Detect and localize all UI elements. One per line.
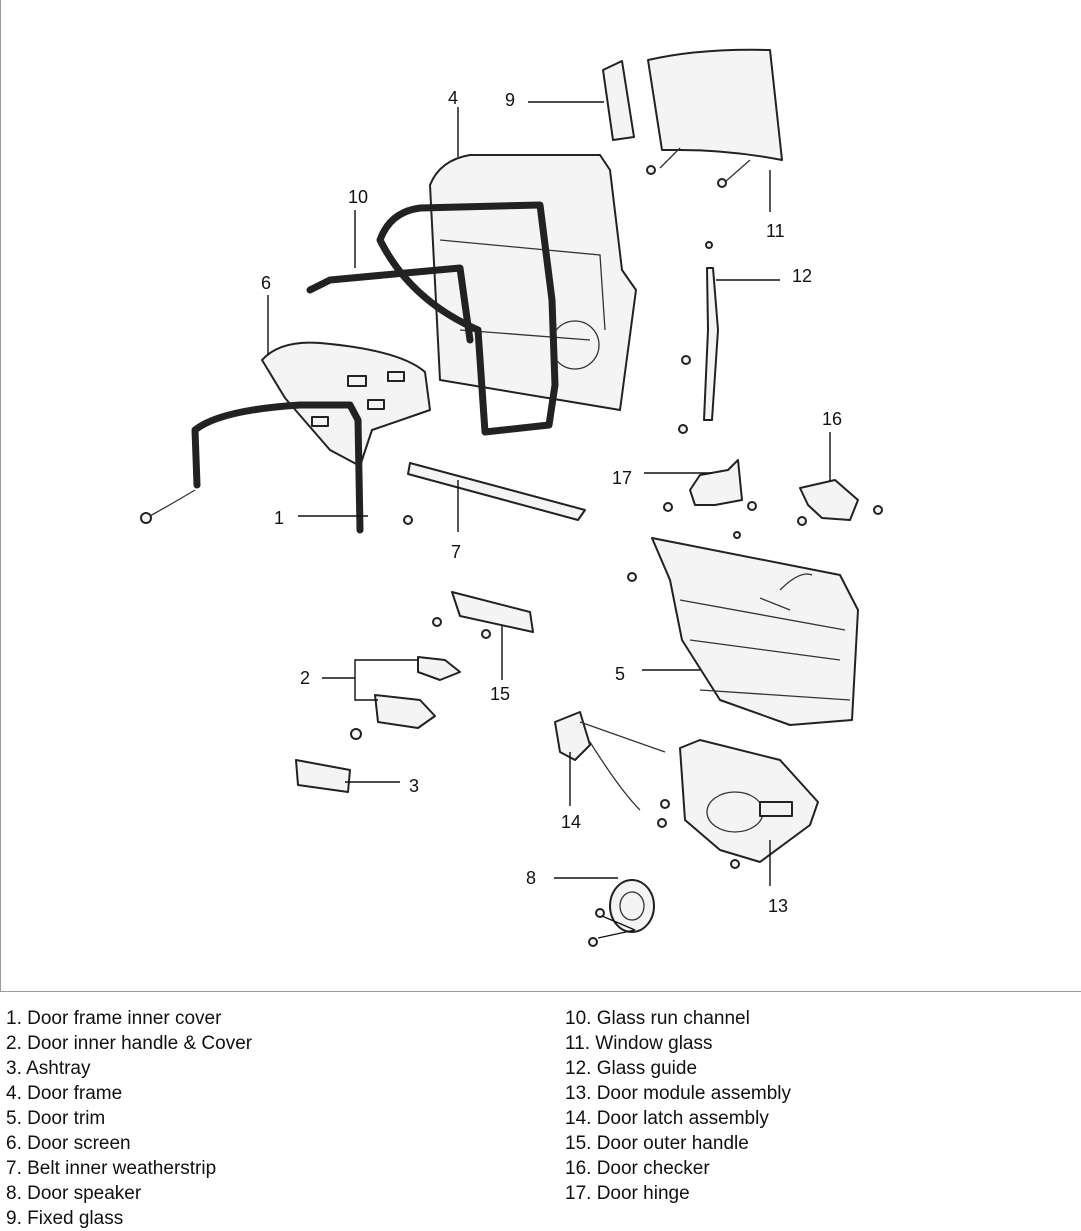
door-hinge-part [689, 459, 743, 506]
legend-item: 4. Door frame [6, 1083, 123, 1104]
legend-item: 16. Door checker [565, 1158, 710, 1179]
door-checker-part [799, 479, 859, 521]
legend-right: 10. Glass run channel 11. Window glass 1… [565, 1006, 791, 1206]
callout-1: 1 [274, 508, 284, 528]
callout-5: 5 [615, 664, 625, 684]
callout-10: 10 [348, 187, 368, 207]
callout-17: 17 [612, 468, 632, 488]
ashtray-part [295, 759, 351, 793]
inner-handle-cover-part [374, 694, 436, 729]
door-speaker-part [609, 879, 655, 933]
legend-item: 6. Door screen [6, 1133, 131, 1154]
legend-item: 3. Ashtray [6, 1058, 91, 1079]
callout-14: 14 [561, 812, 581, 832]
callout-4: 4 [448, 88, 458, 108]
legend-item: 14. Door latch assembly [565, 1108, 769, 1129]
legend-item: 1. Door frame inner cover [6, 1008, 222, 1029]
exploded-door-diagram: 4 9 10 6 1 7 11 12 16 17 5 15 2 3 14 13 … [140, 48, 883, 947]
inner-handle-part [417, 656, 461, 681]
callout-6: 6 [261, 273, 271, 293]
callout-8: 8 [526, 868, 536, 888]
door-latch-part [554, 711, 591, 761]
callout-12: 12 [792, 266, 812, 286]
callout-9: 9 [505, 90, 515, 110]
callout-7: 7 [451, 542, 461, 562]
legend-item: 15. Door outer handle [565, 1133, 749, 1154]
callout-2: 2 [300, 668, 310, 688]
glass-run-channel-part [376, 201, 559, 436]
legend-item: 17. Door hinge [565, 1183, 690, 1204]
legend-item: 11. Window glass [565, 1033, 713, 1054]
door-trim-part [651, 537, 859, 726]
legend-item: 13. Door module assembly [565, 1083, 791, 1104]
callout-16: 16 [822, 409, 842, 429]
callout-15: 15 [490, 684, 510, 704]
fixed-glass-part [602, 60, 635, 141]
door-module-part [679, 739, 819, 863]
legend-item: 12. Glass guide [565, 1058, 698, 1079]
outer-handle-part [451, 591, 534, 633]
legend-item: 9. Fixed glass [6, 1208, 124, 1229]
legend-left: 1. Door frame inner cover 2. Door inner … [6, 1006, 252, 1231]
glass-guide-part [703, 267, 719, 421]
callout-13: 13 [768, 896, 788, 916]
legend-item: 8. Door speaker [6, 1183, 142, 1204]
belt-weatherstrip-part [407, 462, 586, 521]
callout-11: 11 [766, 221, 785, 241]
diagram-frame [0, 0, 1081, 992]
inner-cover-part [191, 401, 364, 534]
legend-item: 10. Glass run channel [565, 1008, 750, 1029]
window-glass-part [647, 48, 783, 161]
legend-item: 7. Belt inner weatherstrip [6, 1158, 217, 1179]
legend-item: 2. Door inner handle & Cover [6, 1033, 253, 1054]
callout-3: 3 [409, 776, 419, 796]
legend-item: 5. Door trim [6, 1108, 106, 1129]
